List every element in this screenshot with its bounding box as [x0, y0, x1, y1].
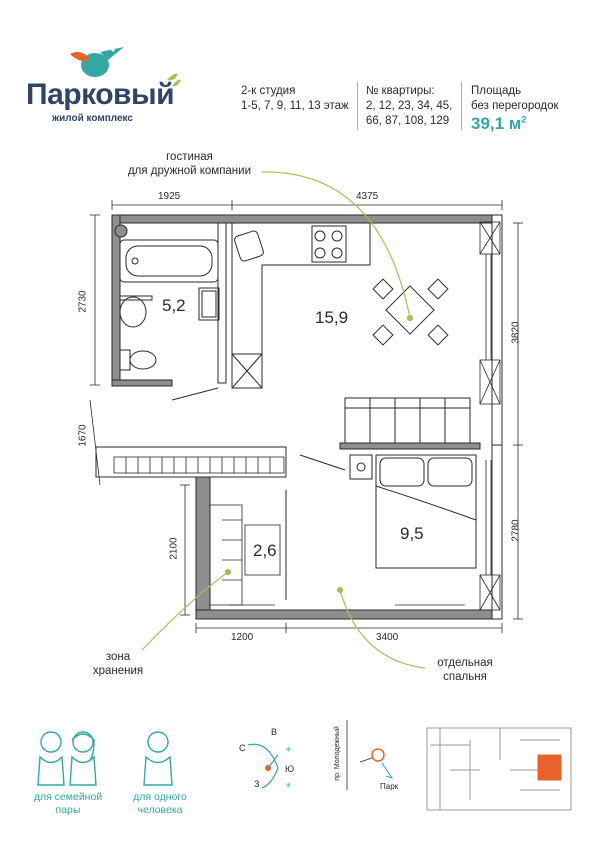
svg-text:✳: ✳ — [285, 745, 292, 754]
dim-top-left: 1925 — [158, 191, 181, 202]
room-area-living: 15,9 — [315, 308, 349, 327]
park-label: Парк — [380, 782, 399, 791]
street-label: пр. Молодежный — [333, 726, 341, 781]
dim-bottom-left: 1200 — [231, 632, 254, 643]
divider — [357, 82, 358, 130]
compass-east: Ю — [285, 764, 295, 774]
area-block: Площадь без перегородок — [471, 84, 559, 114]
brand-name: Парковый — [26, 78, 175, 111]
apts-line-3: 66, 87, 108, 129 — [366, 115, 450, 127]
svg-text:✳: ✳ — [285, 781, 292, 790]
room-area-bedroom: 9,5 — [400, 524, 424, 543]
key-plan — [426, 727, 572, 811]
dim-left-middle: 1670 — [77, 424, 89, 447]
single-caption: для одного человека — [133, 791, 187, 816]
compass-south: З — [254, 779, 260, 789]
compass-north: В — [271, 727, 278, 737]
apartment-numbers: № квартиры: 2, 12, 23, 34, 45, 66, 87, 1… — [366, 84, 452, 129]
single-person-icon — [143, 731, 173, 786]
apts-line-2: 2, 12, 23, 34, 45, — [366, 100, 453, 112]
dim-bottom-right: 3400 — [376, 632, 399, 643]
storage-annotation: зона хранения — [92, 651, 144, 677]
dim-left-upper: 2730 — [77, 290, 89, 313]
type-line-1: 2-к студия — [241, 85, 296, 97]
couple-icon — [37, 731, 97, 786]
area-line-1: Площадь — [471, 85, 522, 97]
logo-leaf-icon — [167, 73, 181, 87]
area-value: 39,1 м2 — [471, 114, 527, 133]
logo-bird-icon — [70, 47, 124, 77]
bedroom-annotation: отдельная спальня — [437, 657, 493, 683]
living-annotation: гостиная для дружной компании — [127, 151, 252, 177]
divider — [461, 82, 462, 130]
type-line-2: 1-5, 7, 9, 11, 13 этаж — [241, 100, 349, 112]
family-caption: для семейной пары — [33, 791, 103, 816]
dim-right-lower: 2780 — [510, 519, 522, 542]
apartment-type: 2-к студия 1-5, 7, 9, 11, 13 этаж — [241, 84, 349, 114]
room-area-storage: 2,6 — [253, 541, 277, 560]
area-line-2: без перегородок — [471, 100, 559, 112]
dim-top-right: 4375 — [356, 191, 379, 202]
dim-right-upper: 3820 — [510, 321, 522, 344]
room-area-bathroom: 5,2 — [162, 296, 186, 315]
site-direction-icon — [346, 720, 394, 790]
brand-subtitle: жилой комплекс — [52, 113, 133, 124]
compass-icon: ✳ ✳ — [247, 743, 292, 790]
dim-left-lower: 2100 — [168, 537, 180, 560]
apts-line-1: № квартиры: — [366, 85, 435, 97]
compass-west: С — [239, 743, 246, 753]
